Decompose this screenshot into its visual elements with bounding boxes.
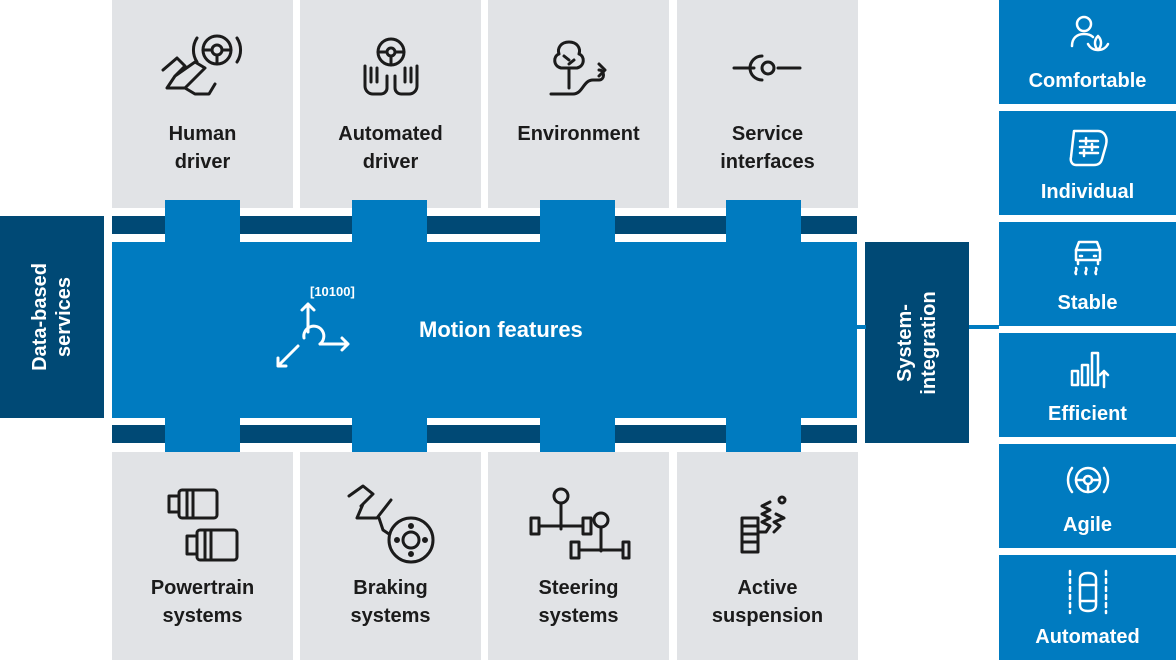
connector-column	[726, 200, 801, 452]
input-card-environment: Environment	[488, 0, 669, 208]
car-stability-icon	[999, 236, 1176, 280]
system-label: Powertrain systems	[150, 577, 255, 627]
motion-features-label: Motion features	[419, 317, 583, 342]
person-lotus-icon	[999, 14, 1176, 58]
quality-tile-automated: Automated	[999, 555, 1176, 660]
data-based-services-label: Data-based services	[29, 263, 75, 371]
quality-label: Comfortable	[1028, 70, 1147, 92]
suspension-icon	[677, 492, 858, 556]
connector-line	[856, 325, 866, 329]
system-label: Braking systems	[350, 577, 431, 627]
quality-label: Efficient	[1048, 403, 1127, 425]
input-label: Automated driver	[338, 123, 443, 173]
system-card-powertrain: Powertrain systems	[112, 452, 293, 660]
quality-tile-comfortable: Comfortable	[999, 0, 1176, 104]
lower-bus-bar	[112, 425, 857, 443]
braking-icon	[300, 482, 481, 566]
settings-sliders-icon	[999, 125, 1176, 169]
connector-column	[540, 200, 615, 452]
environment-icon	[488, 38, 669, 100]
service-interface-icon	[677, 50, 858, 86]
quality-label: Agile	[1063, 514, 1112, 536]
system-card-steering: Steering systems	[488, 452, 669, 660]
quality-label: Individual	[1040, 181, 1135, 203]
system-integration-block: System- integration	[865, 242, 969, 443]
quality-label: Stable	[1057, 292, 1118, 314]
quality-tile-stable: Stable	[999, 222, 1176, 326]
system-card-braking: Braking systems	[300, 452, 481, 660]
system-card-active-suspension: Active suspension	[677, 452, 858, 660]
motion-code: [10100]	[310, 284, 355, 299]
connector-column	[352, 200, 427, 452]
motion-axes-icon	[270, 298, 356, 380]
human-driver-icon	[112, 30, 293, 100]
quality-tile-agile: Agile	[999, 444, 1176, 548]
system-label: Active suspension	[711, 577, 824, 627]
input-card-automated-driver: Automated driver	[300, 0, 481, 208]
upper-bus-bar	[112, 216, 857, 234]
quality-tile-individual: Individual	[999, 111, 1176, 215]
input-card-human-driver: Human driver	[112, 0, 293, 208]
connector-line	[969, 325, 999, 329]
steering-icon	[488, 486, 669, 566]
automated-car-icon	[999, 569, 1176, 615]
input-label: Environment	[517, 123, 640, 145]
powertrain-icon	[112, 486, 293, 566]
data-based-services-block: Data-based services	[0, 216, 104, 418]
connector-column	[165, 200, 240, 452]
system-integration-label: System- integration	[894, 291, 940, 395]
quality-tile-efficient: Efficient	[999, 333, 1176, 437]
quality-label: Automated	[1035, 626, 1140, 648]
system-label: Steering systems	[538, 577, 619, 627]
automated-driver-icon	[300, 36, 481, 98]
input-label: Human driver	[168, 123, 237, 173]
efficiency-bars-icon	[999, 347, 1176, 391]
agile-steering-icon	[999, 458, 1176, 502]
input-card-service-interfaces: Service interfaces	[677, 0, 858, 208]
input-label: Service interfaces	[720, 123, 815, 173]
